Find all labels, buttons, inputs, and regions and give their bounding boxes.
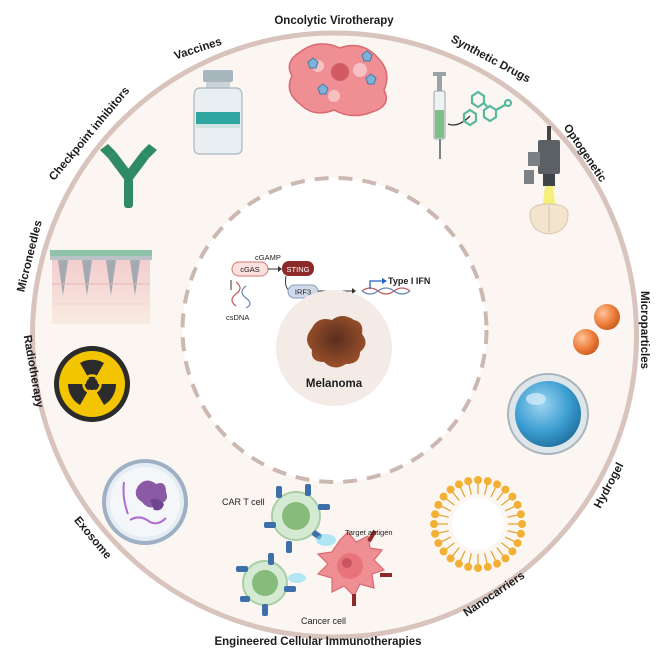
molecule-icon [462, 90, 513, 127]
cancer-cell-icon [316, 529, 392, 606]
label-cancer-cell: Cancer cell [301, 616, 346, 626]
promoter-arrow-icon [369, 280, 382, 289]
sting-pathway: cGAMP cGAS STING IRF3 Type I IFN csDNA [226, 253, 430, 322]
antibody-icon [100, 144, 157, 208]
label-microparticles: Microparticles [638, 291, 650, 369]
outer-ring [30, 30, 639, 640]
arrow-icon [447, 115, 471, 126]
microneedle-patch-icon [50, 250, 152, 324]
car-t-cell-2-icon [236, 553, 296, 616]
label-irf3: IRF3 [295, 288, 311, 297]
melanoma-title: Melanoma [306, 378, 363, 390]
hydrogel-icon [507, 373, 589, 455]
radiation-icon [54, 346, 130, 422]
vaccine-vial-icon [193, 70, 243, 155]
synapse-glow [316, 534, 336, 546]
melanoma-tumor-icon [307, 316, 366, 368]
label-type-1-ifn: Type I IFN [388, 276, 430, 286]
arrowhead-icon [352, 288, 356, 294]
microparticles-icon [573, 304, 620, 355]
label-engineered-cellular-immunotherapies: Engineered Cellular Immunotherapies [214, 636, 421, 648]
label-oncolytic-virotherapy: Oncolytic Virotherapy [274, 15, 394, 27]
nanocarrier-icon [430, 476, 526, 572]
label-car-t-cell: CAR T cell [222, 497, 265, 507]
car-t-cell-icon [264, 484, 330, 553]
label-target-antigen: Target antigen [345, 528, 393, 537]
arrowhead-icon [382, 278, 387, 284]
oncolytic-virus-icon [288, 43, 388, 117]
arrowhead-icon [278, 266, 282, 272]
sting-badge [282, 261, 314, 276]
syringe-icon [433, 72, 446, 159]
synapse-glow-2 [288, 573, 306, 583]
label-cgas: cGAS [240, 265, 260, 274]
optogenetic-device-icon [524, 126, 569, 235]
label-csdna: csDNA [226, 313, 249, 322]
dna-helix-strand-icon [361, 287, 411, 295]
csdna-icon [231, 281, 241, 307]
csdna-strand-icon [241, 285, 251, 309]
label-cgamp: cGAMP [255, 253, 281, 262]
label-sting: STING [287, 265, 310, 274]
exosome-icon [102, 459, 188, 545]
